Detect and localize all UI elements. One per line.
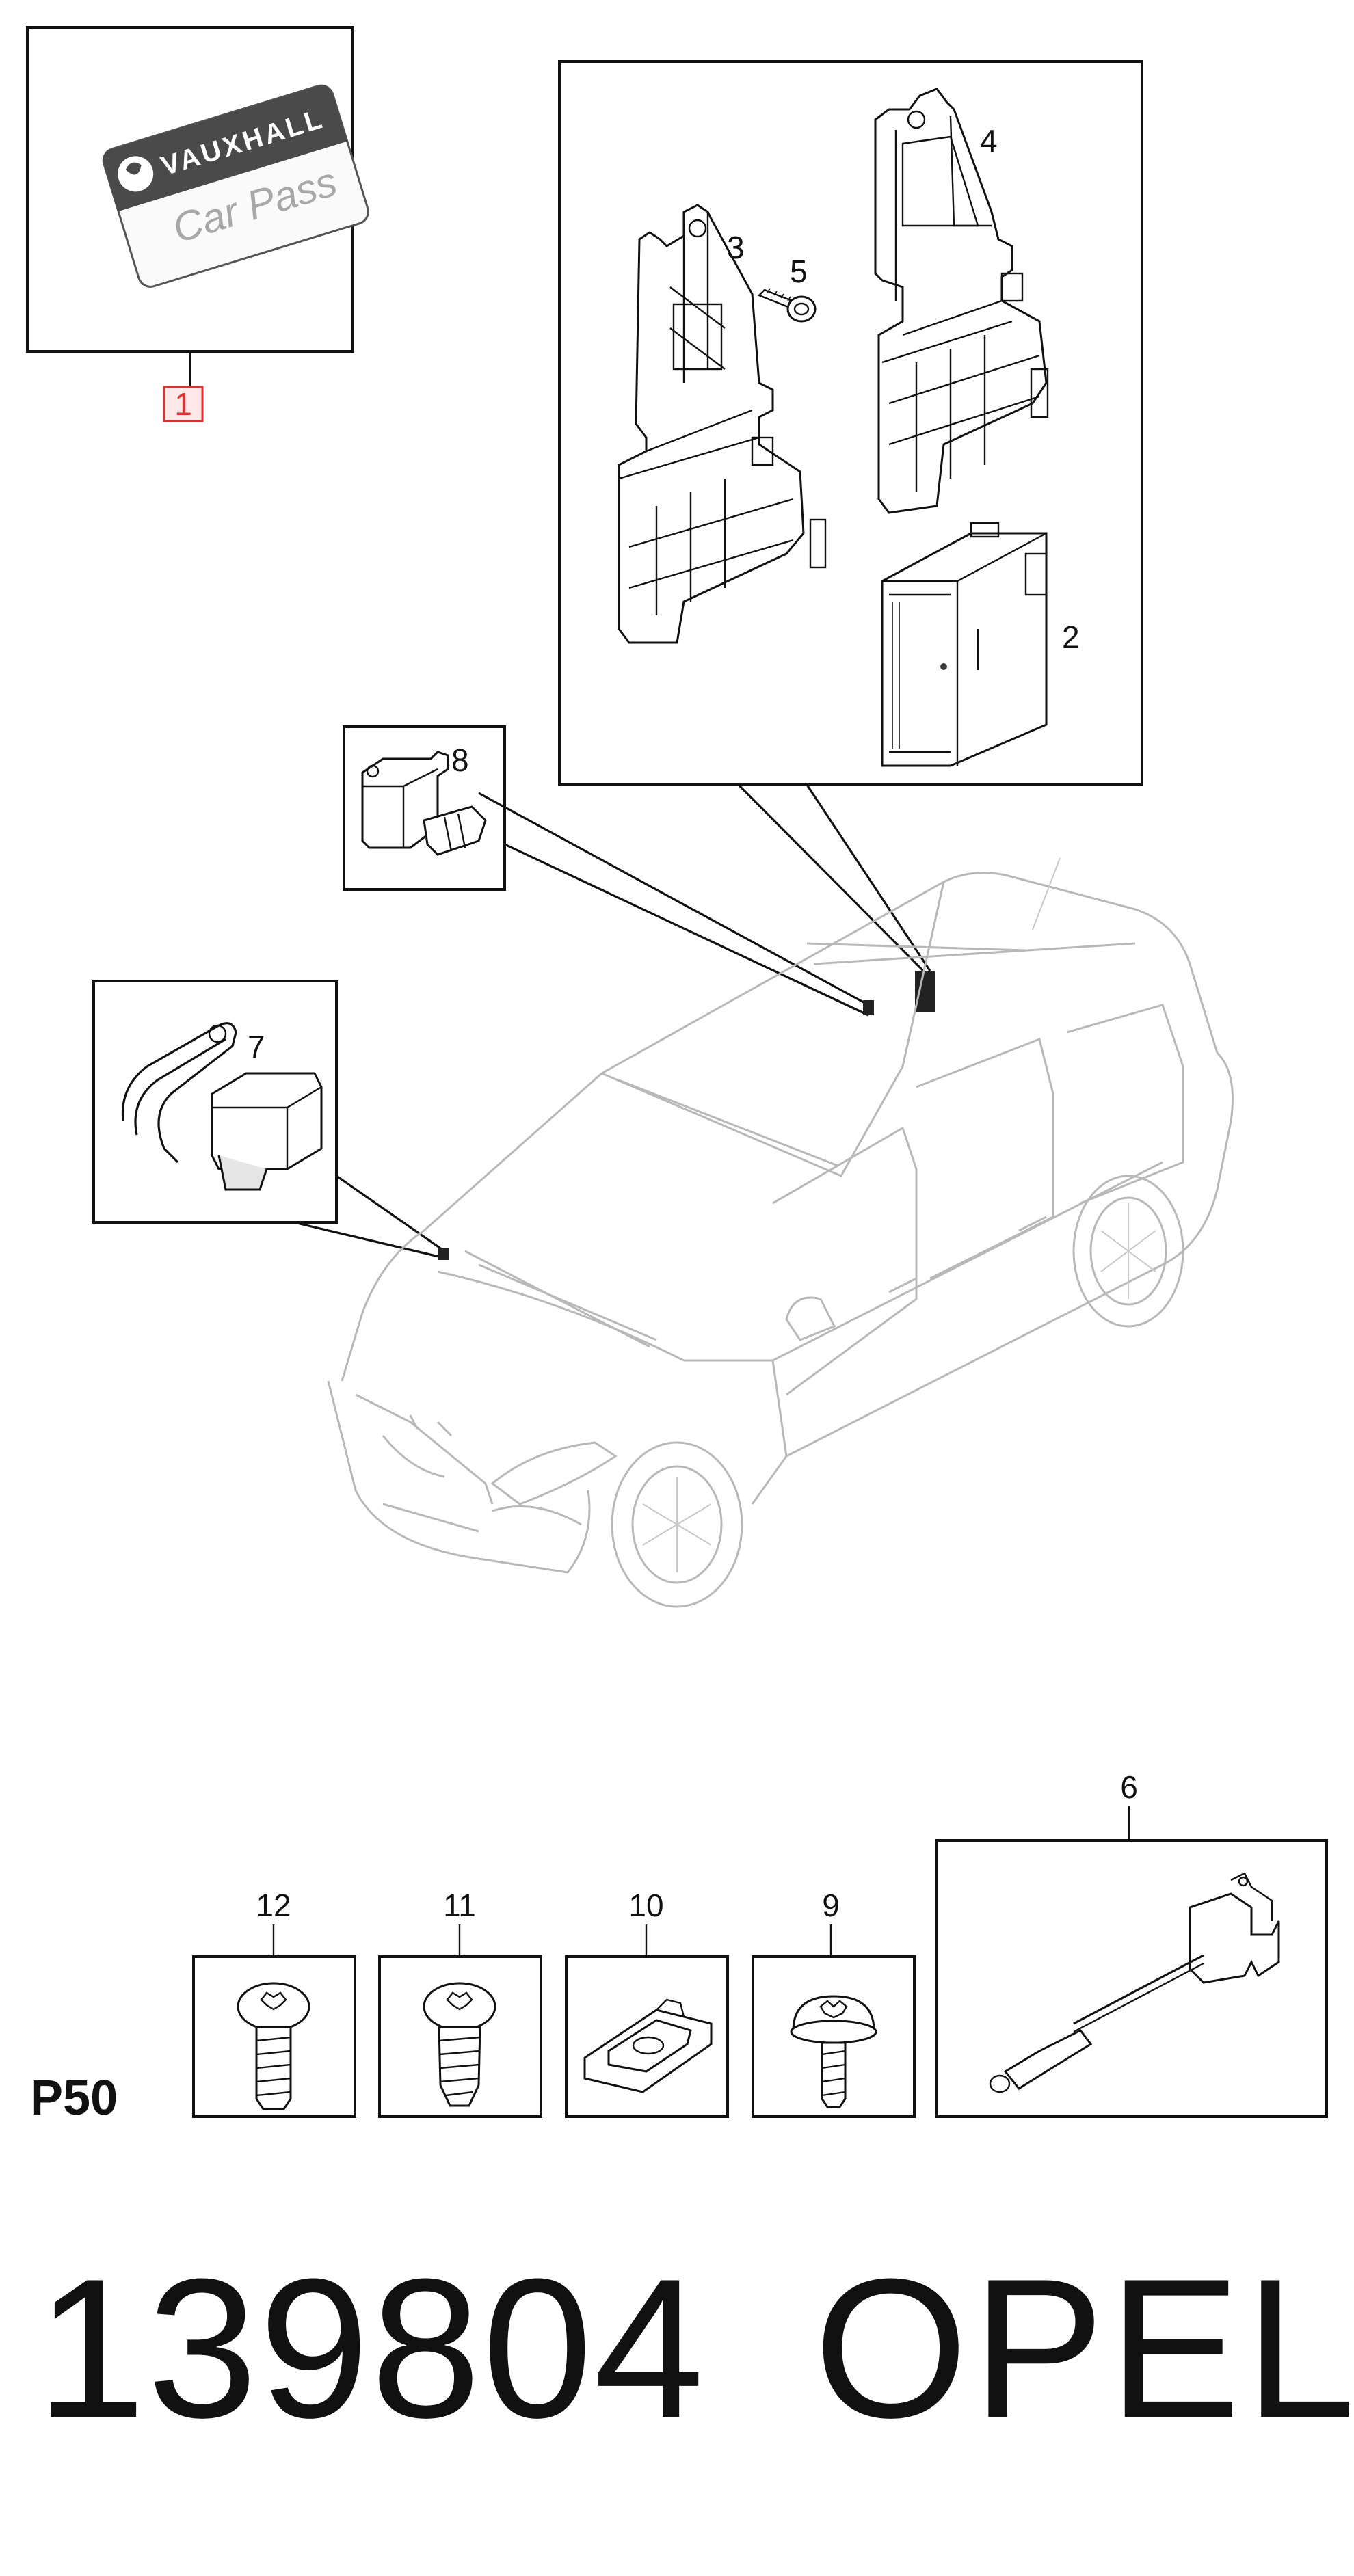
control-module-2 [881,522,1048,767]
callout-12: 12 [256,1888,291,1923]
callout-1: 1 [174,386,192,422]
vehicle-outline [327,857,1234,1608]
bracket-module-group: 3 5 4 2 [558,60,1143,786]
part-11-group: 11 [378,1888,542,2118]
sensor-8-mounted-marker [863,1000,874,1015]
sensor-7-mounted-marker [438,1248,449,1260]
callout-10: 10 [628,1888,663,1923]
sensor-7-group: 7 [92,980,338,1224]
callout-3: 3 [727,230,745,265]
bracket-3 [618,204,827,644]
callout-7: 7 [248,1029,265,1064]
part-10-group: 10 [565,1888,729,2118]
brand-name: OPEL [814,2238,1354,2459]
sensor-8-group: 8 [343,725,506,891]
callout-4: 4 [980,123,998,159]
part-1-car-pass-group: VAUXHALL Car Pass 1 [26,26,369,422]
callout-2: 2 [1062,619,1080,655]
callout-6: 6 [1120,1769,1138,1805]
part-6-group: 6 [935,1769,1328,2118]
callout-5: 5 [790,254,808,289]
part-number: 139804 [36,2238,706,2459]
callout-11: 11 [443,1888,476,1923]
section-code: P50 [30,2071,118,2125]
part-6-frame [935,1839,1328,2118]
callout-9: 9 [822,1888,840,1923]
bracket-mounted-marker [915,971,935,1012]
callout-1-highlight [163,386,204,422]
part-12-group: 12 [192,1888,356,2118]
car-pass-card: VAUXHALL Car Pass [102,84,369,288]
bracket-4 [874,88,1049,514]
part-9-group: 9 [752,1888,916,2118]
callout-8: 8 [451,742,469,778]
screw-5 [757,288,817,323]
